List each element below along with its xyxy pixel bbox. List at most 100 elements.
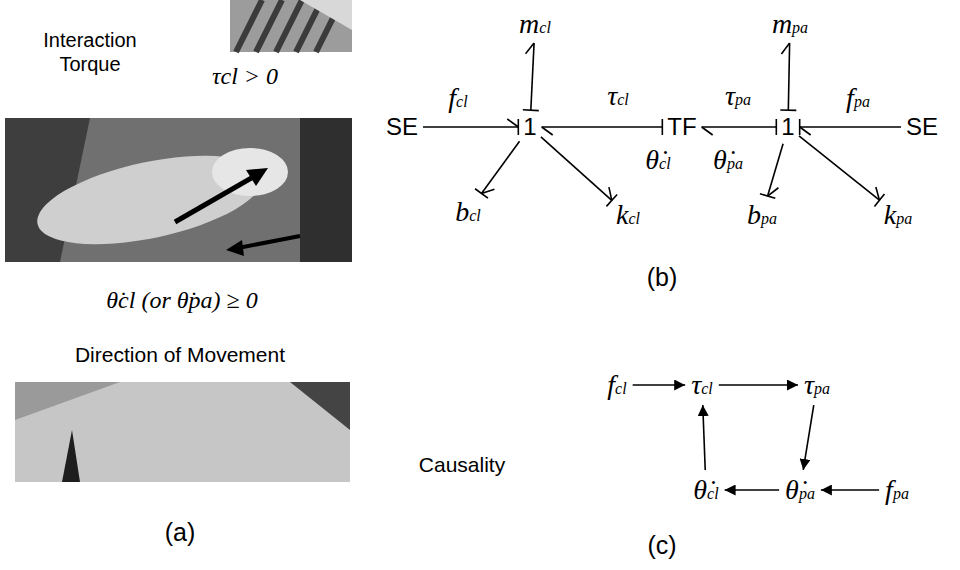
- one-junction: 1: [779, 113, 796, 141]
- photo-shadow: [290, 382, 350, 430]
- power-bond: [423, 119, 518, 135]
- causal-stroke: [780, 109, 796, 111]
- element-label: bcl: [455, 196, 481, 228]
- element-label: fpa: [885, 474, 909, 506]
- movement-arrow-head: [246, 168, 268, 186]
- half-arrowhead: [781, 43, 789, 54]
- causal-arrow: [821, 490, 879, 491]
- causal-arrow: [803, 405, 814, 470]
- causal-variable: fpa: [883, 474, 911, 506]
- bond-line: [423, 126, 518, 128]
- spring-element: kcl: [614, 199, 642, 231]
- causal-stroke: [760, 194, 775, 199]
- element-label: fcl: [607, 369, 626, 401]
- half-arrowhead: [702, 127, 713, 135]
- half-arrowhead: [876, 187, 880, 200]
- causal-arrow: [719, 385, 798, 386]
- causal-stroke: [874, 194, 884, 206]
- bond-line: [481, 141, 519, 193]
- photo-ground: [230, 0, 352, 52]
- photo-dark-spike: [62, 430, 80, 482]
- photo-shade: [15, 382, 120, 420]
- panel-label: (b): [647, 263, 678, 292]
- element-label: θ̇pa: [785, 474, 815, 506]
- arrow-line: [633, 384, 686, 386]
- element-label: 1: [781, 113, 794, 141]
- photo-ground: [15, 382, 350, 482]
- bond-line: [799, 136, 879, 200]
- bond-line: [531, 43, 534, 110]
- element-label: SE: [386, 113, 418, 141]
- condition-text: τcl > 0: [212, 63, 278, 90]
- half-arrowhead: [800, 127, 811, 135]
- element-label: τpa: [804, 369, 830, 401]
- element-label: TF: [667, 113, 696, 141]
- caption-text: Interaction Torque: [20, 28, 160, 76]
- power-bond: [760, 144, 783, 199]
- power-bond: [541, 137, 617, 207]
- causal-stroke: [475, 189, 488, 198]
- photo-shadow: [300, 118, 352, 262]
- movement-arrow-shaft: [175, 176, 255, 222]
- causal-stroke: [518, 119, 520, 135]
- spring-element: kpa: [882, 199, 914, 231]
- causal-stroke: [606, 194, 617, 206]
- half-arrowhead: [526, 43, 535, 54]
- power-bond: [800, 119, 901, 135]
- torque-arrow-head: [226, 240, 244, 256]
- element-label: 1: [523, 113, 536, 141]
- power-bond: [799, 136, 884, 207]
- causal-variable: θ̇pa: [783, 474, 817, 506]
- power-bond: [780, 43, 796, 110]
- caption-text: Causality: [419, 453, 505, 477]
- element-label: SE: [906, 113, 938, 141]
- half-arrowhead: [609, 187, 612, 200]
- causal-arrow: [703, 405, 705, 470]
- causal-variable: fcl: [605, 369, 628, 401]
- arrow-line: [803, 405, 814, 470]
- bond-line: [800, 126, 901, 128]
- element-label: kcl: [616, 199, 640, 231]
- hand-shape: [212, 148, 288, 196]
- damper-element: bcl: [453, 196, 483, 228]
- arrow-line: [719, 384, 798, 386]
- bond-variable: fcl: [448, 82, 467, 114]
- causal-stroke: [776, 119, 778, 135]
- photo-bottom: [15, 382, 350, 482]
- half-arrowhead: [542, 127, 553, 135]
- source-effort: SE: [384, 113, 420, 141]
- arrow-line: [703, 405, 705, 470]
- photo-highlight: [300, 0, 352, 30]
- condition-text: θ̇cl (or θ̇pa) ≥ 0: [106, 287, 257, 314]
- element-label: θ̇cl: [693, 474, 718, 506]
- element-label: mpa: [772, 8, 808, 40]
- bond-variable: τcl: [607, 80, 629, 112]
- bond-variable: θ̇cl: [645, 144, 670, 176]
- element-label: kpa: [884, 199, 912, 231]
- source-effort: SE: [904, 113, 940, 141]
- bond-line: [542, 126, 663, 128]
- bond-line: [541, 137, 612, 201]
- element-label: τcl: [691, 369, 713, 401]
- power-bond: [542, 119, 663, 135]
- half-arrowhead: [768, 188, 779, 196]
- bond-line: [768, 144, 783, 196]
- photo-top: [230, 0, 352, 52]
- power-bond: [475, 141, 520, 198]
- bond-variable: fpa: [846, 82, 870, 114]
- bond-line: [702, 126, 777, 128]
- photo-middle: [5, 118, 352, 262]
- causal-stroke: [523, 109, 539, 111]
- causal-arrow: [725, 490, 779, 491]
- arrow-line: [725, 489, 779, 491]
- one-junction: 1: [521, 113, 538, 141]
- causal-variable: θ̇cl: [691, 474, 720, 506]
- causal-variable: τpa: [802, 369, 832, 401]
- bond-line: [788, 43, 789, 110]
- element-label: bpa: [747, 199, 777, 231]
- power-bond: [523, 43, 539, 111]
- damper-element: bpa: [745, 199, 779, 231]
- causal-variable: τcl: [689, 369, 715, 401]
